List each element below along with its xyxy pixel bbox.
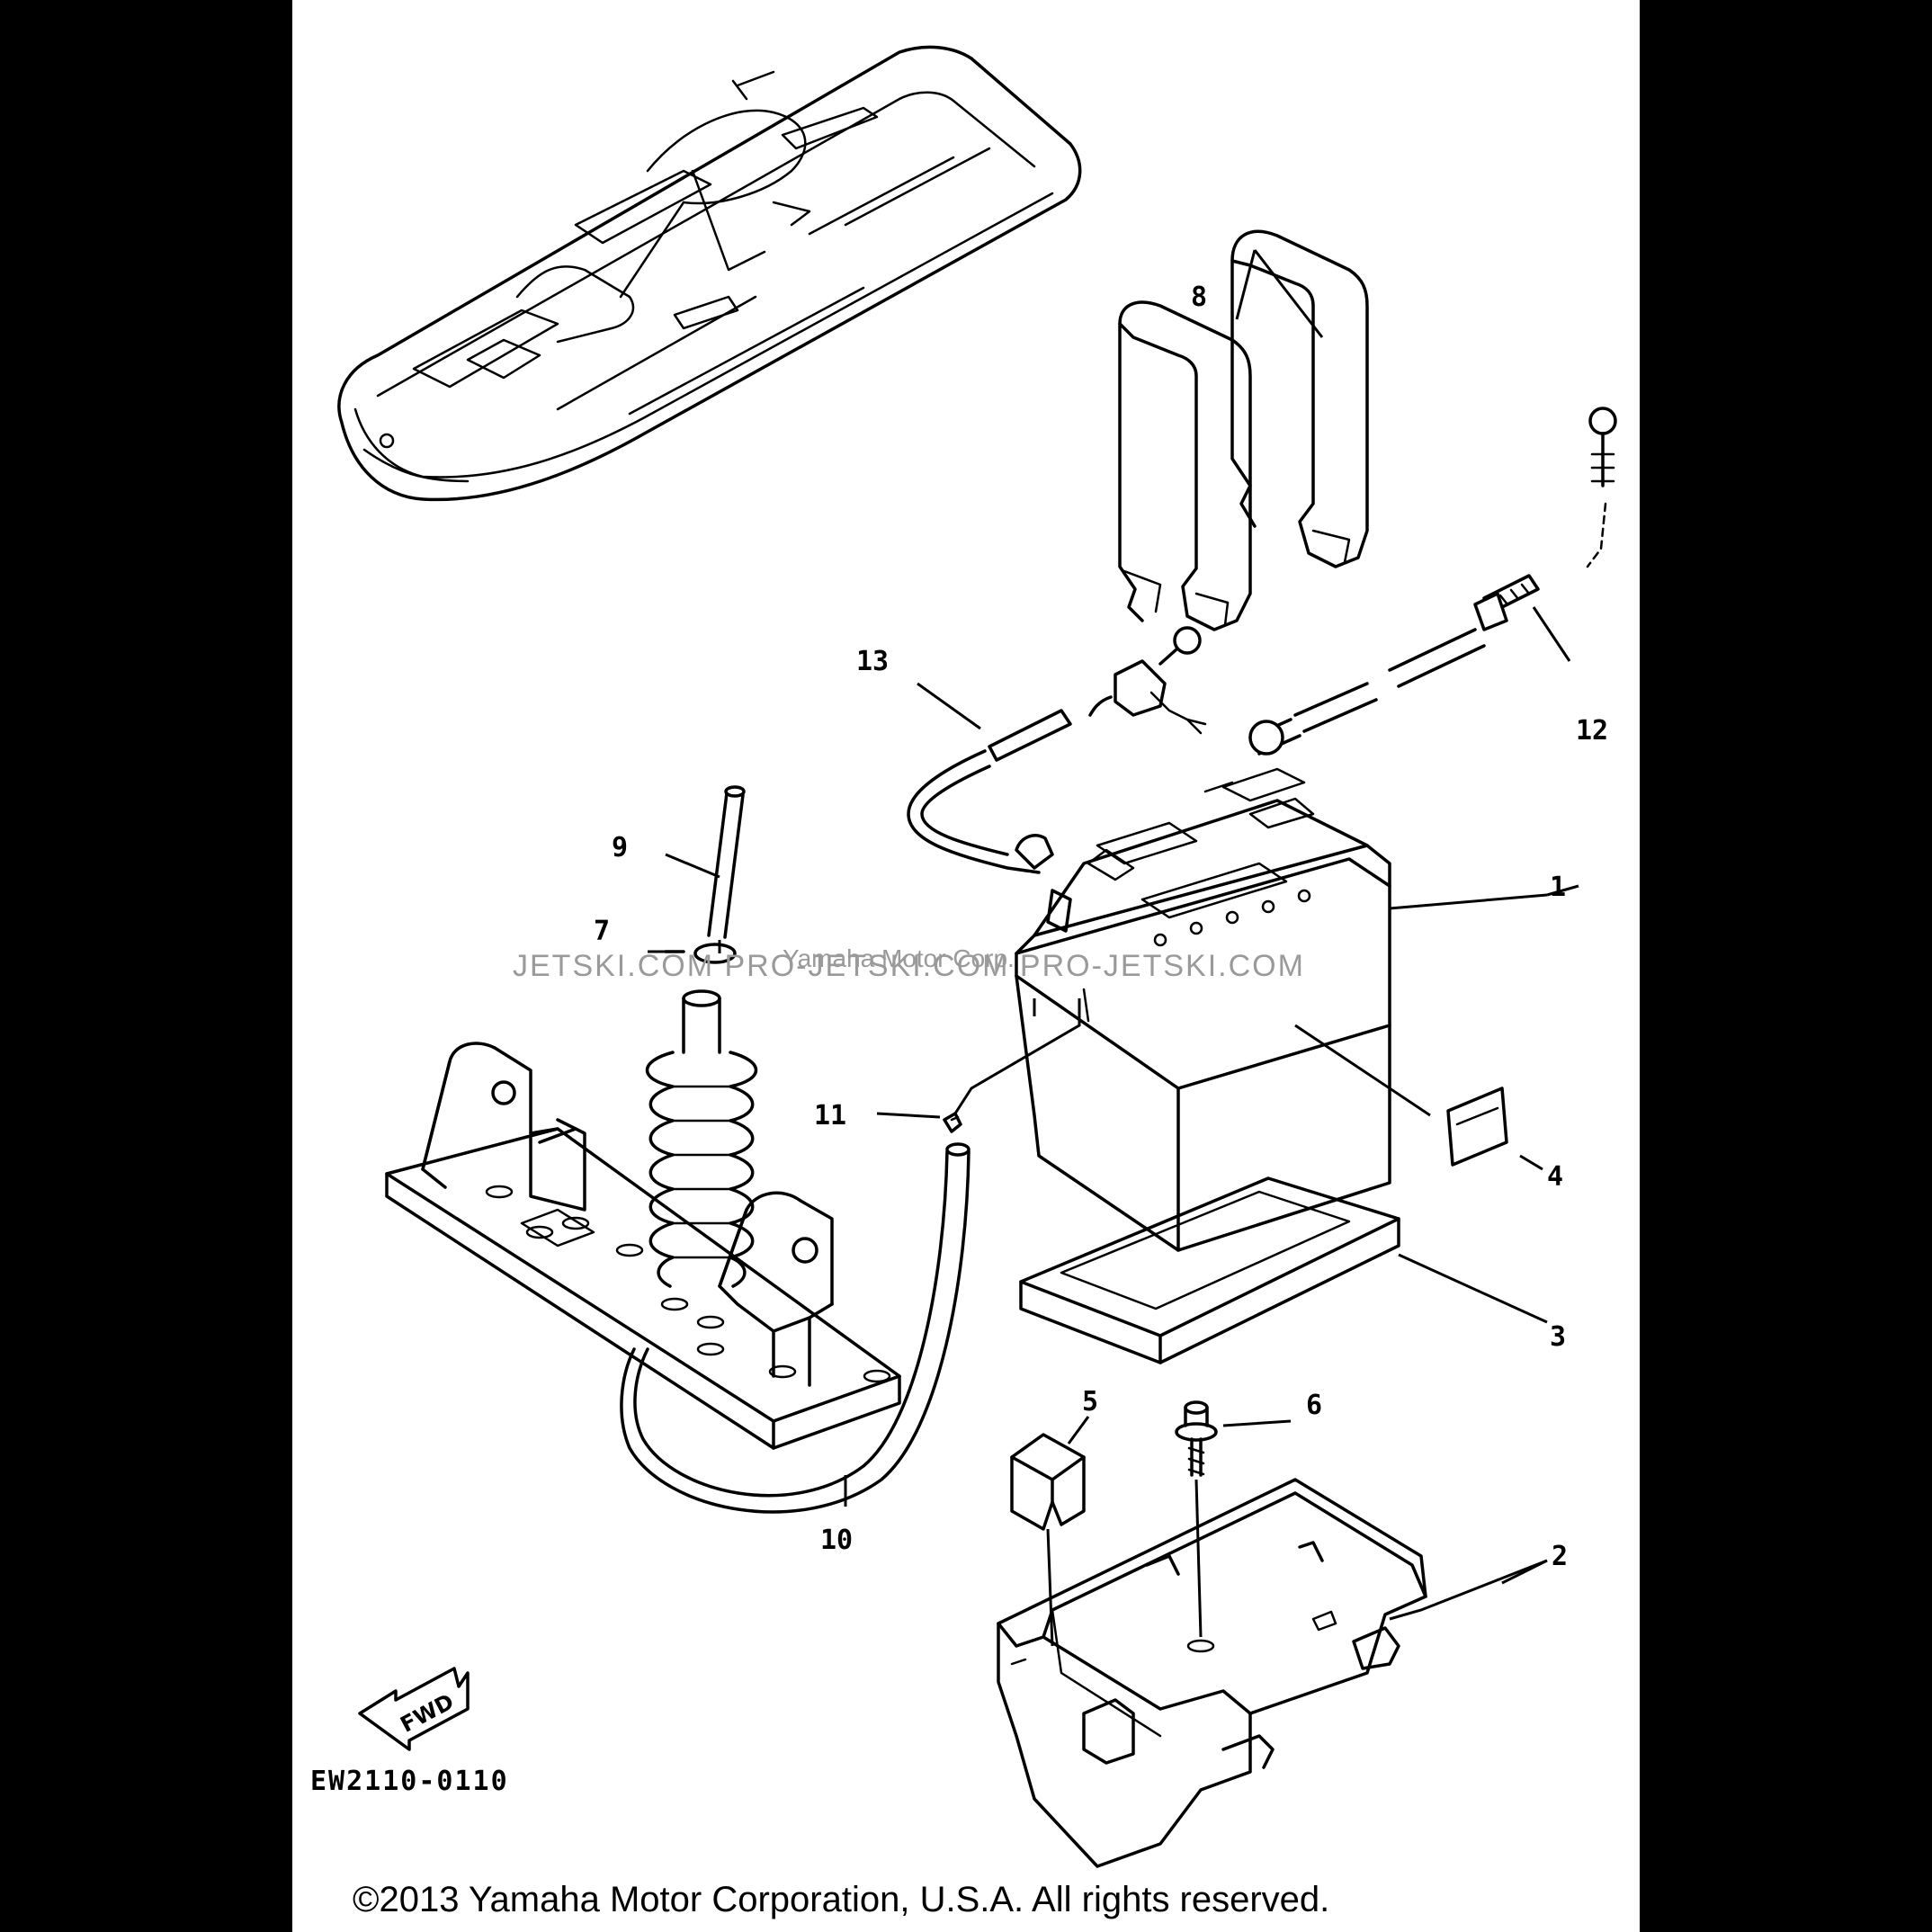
callout-1: 1 [1550, 872, 1566, 903]
watermark-center-text: Yamaha Motor Corp. [783, 944, 1015, 972]
label-part [1446, 1087, 1508, 1167]
battery-case [997, 1478, 1427, 1868]
callout-4: 4 [1547, 1161, 1563, 1193]
mount-plate [385, 1042, 901, 1450]
callout-labels: 1 2 3 4 5 6 7 8 9 10 11 12 13 [594, 282, 1608, 1572]
battery-pad [1019, 1176, 1400, 1364]
callout-10: 10 [820, 1525, 853, 1556]
positive-lead [1248, 407, 1617, 756]
callout-13: 13 [856, 646, 889, 677]
negative-lead [907, 626, 1207, 874]
watercraft-illustration [337, 45, 1082, 502]
callout-11: 11 [814, 1100, 846, 1131]
bolt-part [1175, 1400, 1218, 1477]
cap-part [1010, 1433, 1086, 1531]
breather-hose [620, 1142, 970, 1514]
callout-2: 2 [1552, 1541, 1568, 1572]
watermark-text: JETSKI.COM PRO-JETSKI.COM PRO-JETSKI.COM [513, 949, 1305, 983]
battery-bands [1118, 229, 1369, 631]
battery [1015, 767, 1391, 1252]
clip-part [943, 1112, 962, 1133]
forward-arrow-icon: FWD [358, 1667, 470, 1751]
diagram-sheet [292, 0, 1640, 1932]
callout-6: 6 [1306, 1390, 1322, 1421]
copyright-text: ©2013 Yamaha Motor Corporation, U.S.A. A… [353, 1880, 1329, 1919]
callout-7: 7 [594, 916, 610, 947]
callout-5: 5 [1082, 1386, 1098, 1418]
damper-spring [645, 989, 758, 1288]
callout-9: 9 [612, 832, 628, 863]
leader-lines [648, 249, 1579, 1647]
callout-3: 3 [1550, 1321, 1566, 1353]
callout-12: 12 [1576, 715, 1608, 747]
o-ring-part [664, 943, 737, 964]
callout-8: 8 [1191, 282, 1207, 313]
shaft-part [707, 785, 746, 939]
diagram-code: EW2110-0110 [310, 1766, 509, 1797]
